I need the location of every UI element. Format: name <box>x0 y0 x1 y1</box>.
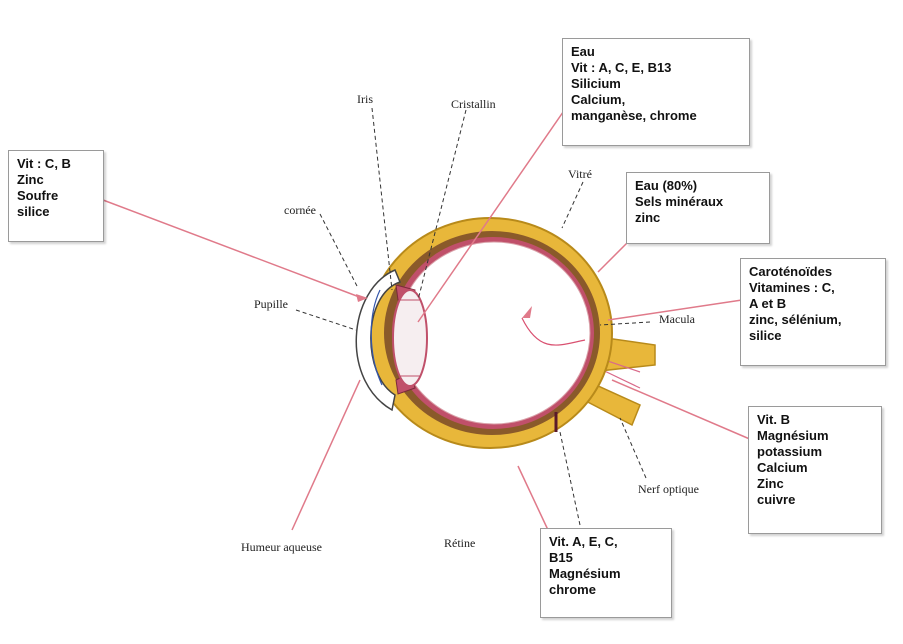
label-vitreous: Vitré <box>568 167 592 182</box>
label-macula: Macula <box>659 312 695 327</box>
label-optic-nerve: Nerf optique <box>638 482 699 497</box>
label-retina: Rétine <box>444 536 475 551</box>
box-line: Eau <box>571 44 741 60</box>
box-line: manganèse, chrome <box>571 108 741 124</box>
label-pupil: Pupille <box>254 297 288 312</box>
label-crystallin: Cristallin <box>451 97 496 112</box>
box-line: Vit. B <box>757 412 873 428</box>
cornea-nutrient-box: Vit : C, B Zinc Soufre silice <box>8 150 104 242</box>
vitreous-nutrient-box: Eau (80%) Sels minéraux zinc <box>626 172 770 244</box>
optic-nerve-nutrient-box: Vit. B Magnésium potassium Calcium Zinc … <box>748 406 882 534</box>
box-line: silice <box>17 204 95 220</box>
label-iris: Iris <box>357 92 373 107</box>
label-cornea: cornée <box>284 203 316 218</box>
box-line: Magnésium <box>549 566 663 582</box>
box-line: zinc <box>635 210 761 226</box>
box-line: silice <box>749 328 877 344</box>
macula-nutrient-box: Caroténoïdes Vitamines : C, A et B zinc,… <box>740 258 886 366</box>
box-line: Zinc <box>17 172 95 188</box>
lens-nutrient-box: Eau Vit : A, C, E, B13 Silicium Calcium,… <box>562 38 750 146</box>
label-aqueous-humor: Humeur aqueuse <box>241 540 322 555</box>
box-line: Calcium <box>757 460 873 476</box>
box-line: Eau (80%) <box>635 178 761 194</box>
box-line: Vitamines : C, <box>749 280 877 296</box>
box-line: Caroténoïdes <box>749 264 877 280</box>
box-line: Vit : C, B <box>17 156 95 172</box>
box-line: Soufre <box>17 188 95 204</box>
box-line: chrome <box>549 582 663 598</box>
box-line: Silicium <box>571 76 741 92</box>
box-line: B15 <box>549 550 663 566</box>
eyeball-drawing <box>356 218 612 448</box>
retina-nutrient-box: Vit. A, E, C, B15 Magnésium chrome <box>540 528 672 618</box>
box-line: Magnésium <box>757 428 873 444</box>
box-line: Calcium, <box>571 92 741 108</box>
box-line: A et B <box>749 296 877 312</box>
box-line: cuivre <box>757 492 873 508</box>
box-line: Sels minéraux <box>635 194 761 210</box>
box-line: zinc, sélénium, <box>749 312 877 328</box>
box-line: Vit. A, E, C, <box>549 534 663 550</box>
box-line: Zinc <box>757 476 873 492</box>
box-line: Vit : A, C, E, B13 <box>571 60 741 76</box>
box-line: potassium <box>757 444 873 460</box>
